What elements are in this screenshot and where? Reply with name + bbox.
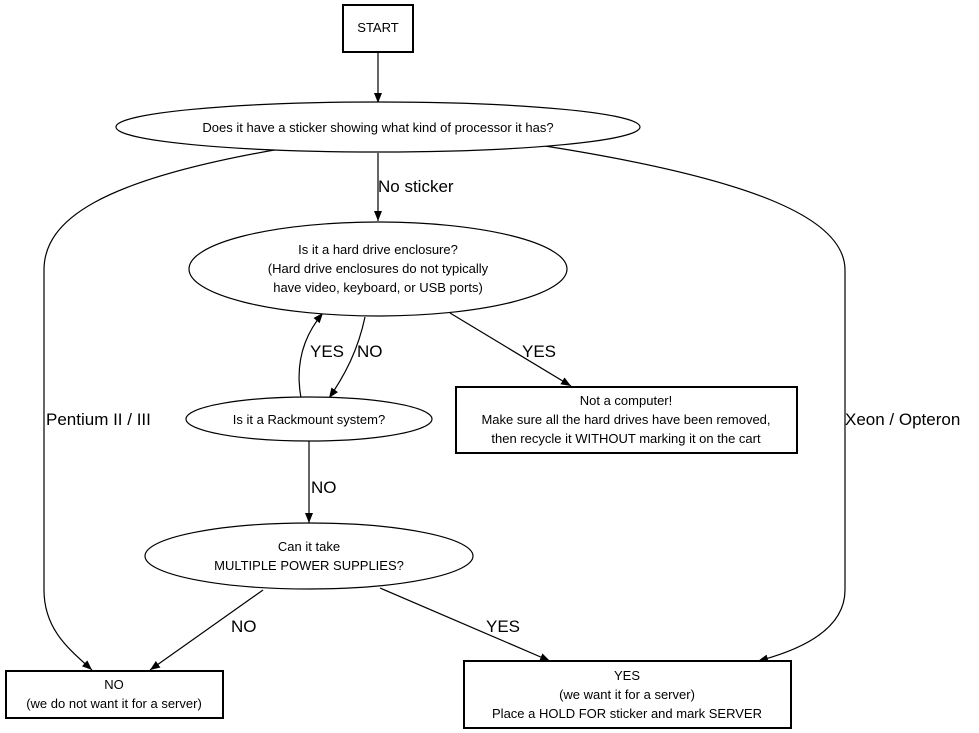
edge-pentium bbox=[43, 148, 281, 671]
node-no-line-2: (we do not want it for a server) bbox=[26, 696, 202, 711]
node-sticker-label: Does it have a sticker showing what kind… bbox=[202, 120, 553, 135]
node-sticker-question: Does it have a sticker showing what kind… bbox=[115, 101, 641, 153]
node-enclosure-line-1: Is it a hard drive enclosure? bbox=[298, 242, 458, 257]
edge-label-rack-yes: YES bbox=[310, 342, 344, 361]
node-yes-line-2: (we want it for a server) bbox=[559, 687, 695, 702]
edge-label-xeon: Xeon / Opteron bbox=[845, 410, 960, 429]
node-psu-line-2: MULTIPLE POWER SUPPLIES? bbox=[214, 558, 404, 573]
node-not-computer-line-3: then recycle it WITHOUT marking it on th… bbox=[491, 431, 761, 446]
node-not-computer-line-2: Make sure all the hard drives have been … bbox=[481, 412, 770, 427]
node-start-label: START bbox=[357, 20, 398, 35]
node-yes-line-1: YES bbox=[614, 668, 640, 683]
node-start: START bbox=[342, 4, 414, 53]
edge-label-enclosure-yes: YES bbox=[522, 342, 556, 361]
edge-psu-yes bbox=[379, 587, 551, 662]
node-enclosure-line-2: (Hard drive enclosures do not typically bbox=[268, 261, 489, 276]
edge-xeon bbox=[544, 145, 846, 663]
node-psu-line-1: Can it take bbox=[278, 539, 340, 554]
edge-label-pentium: Pentium II / III bbox=[46, 410, 151, 429]
edge-label-psu-no: NO bbox=[231, 617, 257, 636]
edge-label-rack-no: NO bbox=[311, 478, 337, 497]
node-rackmount-question: Is it a Rackmount system? bbox=[185, 396, 433, 442]
node-rackmount-label: Is it a Rackmount system? bbox=[233, 412, 385, 427]
node-not-computer: Not a computer! Make sure all the hard d… bbox=[455, 386, 798, 454]
edge-rack-yes bbox=[298, 312, 324, 399]
edge-enclosure-no bbox=[328, 316, 366, 399]
edge-label-no-sticker: No sticker bbox=[378, 177, 454, 196]
node-psu-question: Can it take MULTIPLE POWER SUPPLIES? bbox=[144, 522, 474, 590]
edge-label-enclosure-no: NO bbox=[357, 342, 383, 361]
node-no-result: NO (we do not want it for a server) bbox=[5, 670, 224, 719]
node-enclosure-line-3: have video, keyboard, or USB ports) bbox=[273, 280, 483, 295]
edge-enclosure-yes bbox=[449, 312, 572, 387]
node-enclosure-question: Is it a hard drive enclosure? (Hard driv… bbox=[188, 221, 568, 317]
node-yes-result: YES (we want it for a server) Place a HO… bbox=[463, 660, 792, 729]
node-no-line-1: NO bbox=[104, 677, 124, 692]
edge-label-psu-yes: YES bbox=[486, 617, 520, 636]
edge-psu-no bbox=[149, 589, 264, 671]
node-yes-line-3: Place a HOLD FOR sticker and mark SERVER bbox=[492, 706, 762, 721]
node-not-computer-line-1: Not a computer! bbox=[580, 393, 673, 408]
